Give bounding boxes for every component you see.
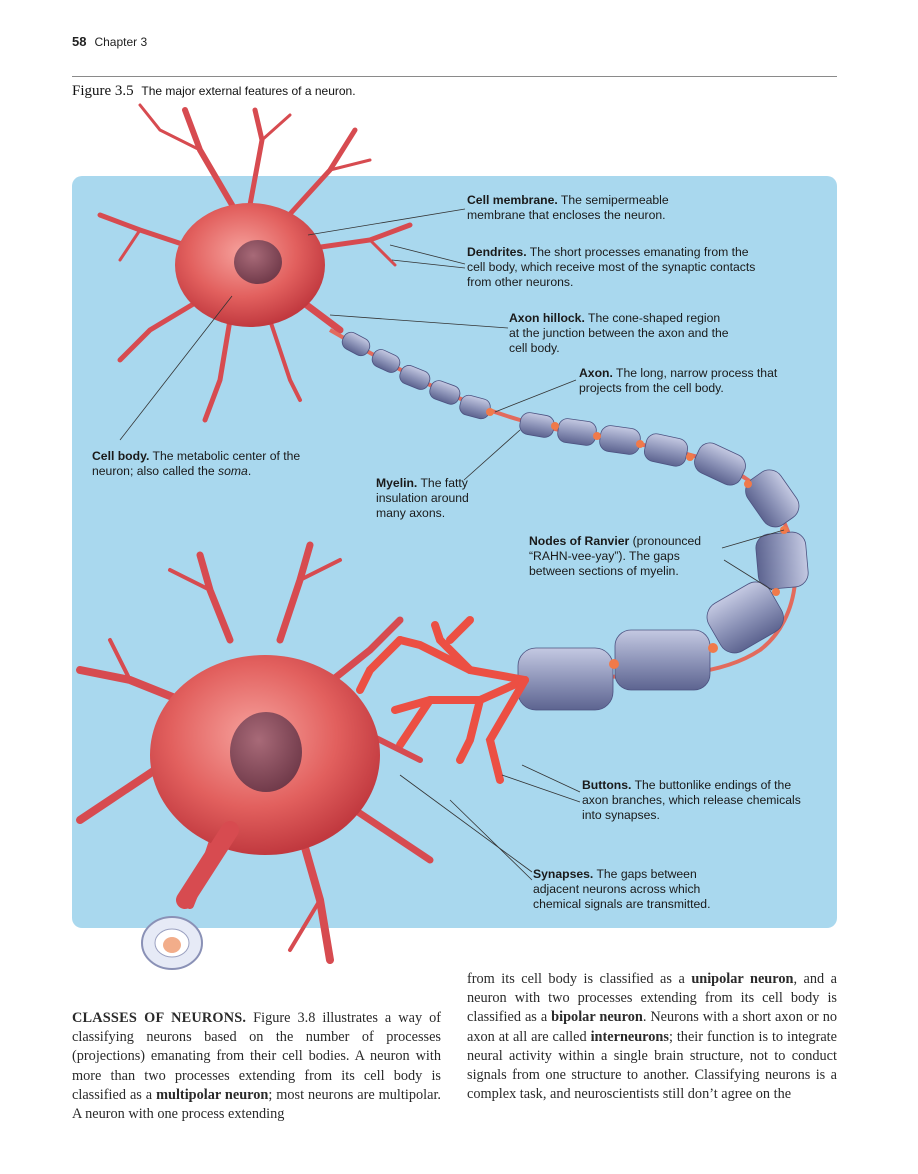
body-column-right: from its cell body is classified as a un… [467,971,837,1103]
label-myelin: Myelin. The fatty insulation around many… [376,476,469,520]
axon-terminals [356,616,529,784]
label-nodes-of-ranvier: Nodes of Ranvier (pronounced “RAHN-vee-y… [529,534,702,578]
label-axon-hillock: Axon hillock. The cone-shaped region at … [509,311,729,355]
cut-axon-cross-section [141,916,203,970]
figure-label: Figure 3.5 [72,83,134,99]
page-number: 58 [72,34,87,49]
lower-nucleus [230,712,302,792]
label-dendrites: Dendrites. The short processes emanating… [467,245,756,289]
leader-lines [119,208,785,881]
upper-dendrites [97,103,413,423]
label-axon: Axon. The long, narrow process that proj… [579,366,778,395]
label-cell-body: Cell body. The metabolic center of the n… [92,449,301,478]
figure-caption: Figure 3.5 The major external features o… [72,83,356,100]
label-synapses: Synapses. The gaps between adjacent neur… [533,867,711,911]
upper-nucleus [234,240,282,284]
myelin-segments [341,331,809,711]
page-header: 58 Chapter 3 [72,34,147,49]
label-buttons: Buttons. The buttonlike endings of the a… [582,778,801,822]
section-heading: CLASSES OF NEURONS. [72,1010,247,1026]
chapter-label: Chapter 3 [94,35,148,49]
lower-axon-stub [176,821,239,909]
label-cell-membrane: Cell membrane. The semipermeable membran… [467,193,669,222]
figure-caption-text: The major external features of a neuron. [141,84,356,98]
header-rule [72,76,837,77]
body-column-left: CLASSES OF NEURONS. Figure 3.8 illustrat… [72,1010,441,1123]
